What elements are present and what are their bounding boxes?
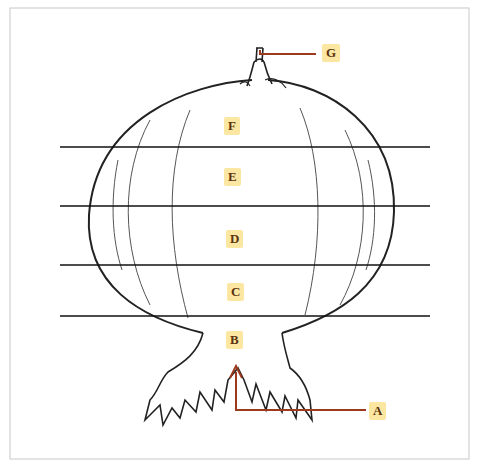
frame	[10, 8, 469, 459]
band-line	[60, 315, 430, 317]
part-label: C	[227, 283, 244, 301]
leader-line	[236, 372, 366, 410]
band-line	[60, 264, 430, 266]
leader-line	[260, 50, 316, 54]
leader-arrow	[230, 366, 242, 378]
part-label: F	[224, 117, 240, 135]
band-line	[60, 146, 430, 148]
part-label: D	[226, 230, 243, 248]
part-label: E	[224, 168, 241, 186]
part-label: A	[369, 402, 386, 420]
part-label: G	[322, 44, 340, 62]
scale-lines	[113, 108, 375, 318]
band-line	[60, 205, 430, 207]
part-label: B	[226, 331, 243, 349]
neck-wrinkle	[240, 79, 286, 88]
